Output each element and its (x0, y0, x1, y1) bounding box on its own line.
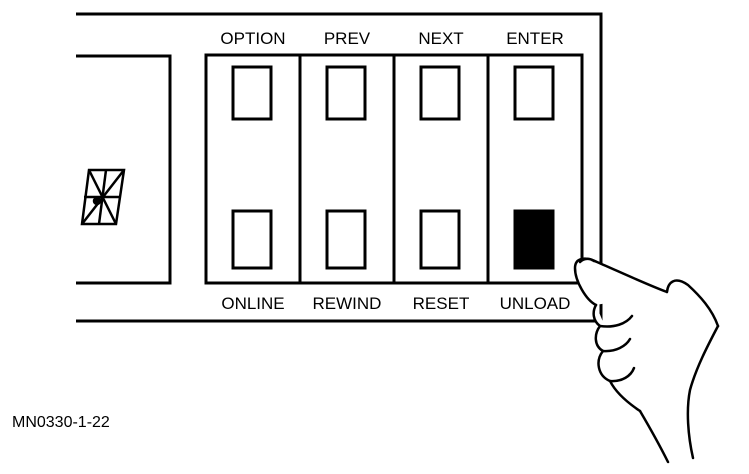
reset-key[interactable] (419, 209, 461, 270)
next-key[interactable] (419, 65, 461, 121)
next-label: NEXT (418, 29, 464, 48)
prev-label: PREV (323, 29, 371, 48)
enter-label: ENTER (506, 29, 564, 48)
rewind-label: REWIND (312, 294, 382, 313)
figure-id-caption: MN0330-1-22 (12, 414, 110, 431)
online-key[interactable] (231, 209, 273, 270)
option-label: OPTION (220, 29, 286, 48)
reset-label: RESET (412, 294, 470, 313)
unload-label: UNLOAD (499, 294, 571, 313)
rewind-key[interactable] (325, 209, 367, 270)
online-label: ONLINE (221, 294, 285, 313)
prev-key[interactable] (325, 65, 367, 121)
panel-frame (76, 12, 603, 323)
option-key[interactable] (231, 65, 273, 121)
display-window (76, 54, 172, 285)
unload-key[interactable] (513, 209, 555, 270)
pointing-hand-illustration (573, 257, 720, 464)
segment-display-glyph (80, 168, 126, 226)
enter-key[interactable] (513, 65, 555, 121)
